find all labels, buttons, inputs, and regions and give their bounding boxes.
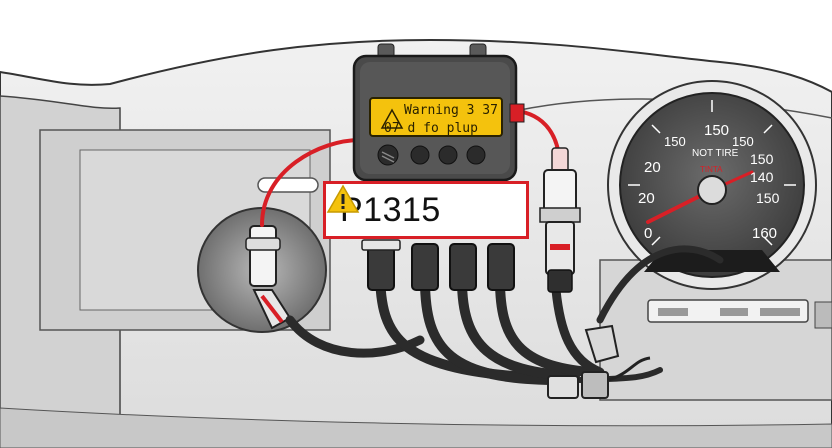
ignition-cables — [260, 108, 724, 385]
spark-plug-well — [197, 207, 327, 333]
gauge-scale-label: 150 — [750, 151, 774, 167]
module-warning-icon — [380, 108, 404, 129]
gauge-scale-label: 150 — [704, 122, 729, 139]
gauge-scale-label: 160 — [752, 225, 777, 242]
gauge-scale-label: 0 — [644, 225, 652, 242]
speedometer — [607, 80, 817, 290]
diagnostic-code-label: P1315 — [323, 181, 529, 239]
module-button-icon — [438, 145, 458, 165]
wiring-connector — [547, 324, 651, 399]
gauge-scale-label: 150 — [732, 134, 754, 149]
coil-boots — [361, 239, 515, 291]
module-button-icon — [410, 145, 430, 165]
gauge-scale-label: 20 — [638, 190, 655, 207]
gauge-scale-label: 20 — [644, 159, 661, 176]
gauge-center-sublabel: TINTA — [700, 165, 723, 174]
module-display-line1: Warning 3 37 — [404, 103, 498, 118]
spark-plug — [539, 147, 581, 293]
warning-triangle-icon — [326, 184, 360, 213]
module-display-line2: 07 d fo plup — [384, 121, 478, 136]
speedometer-labels: 150 150 150 150 140 150 160 20 20 0 NOT … — [638, 122, 780, 242]
gauge-scale-label: 140 — [750, 169, 774, 185]
gauge-center-label: NOT TIRE — [692, 148, 739, 159]
module-display — [369, 97, 503, 137]
gauge-scale-label: 150 — [664, 134, 686, 149]
module-button-icon — [466, 145, 486, 165]
ignition-module: Warning 3 37 07 d fo plup — [352, 43, 525, 182]
gauge-scale-label: 150 — [756, 190, 780, 206]
